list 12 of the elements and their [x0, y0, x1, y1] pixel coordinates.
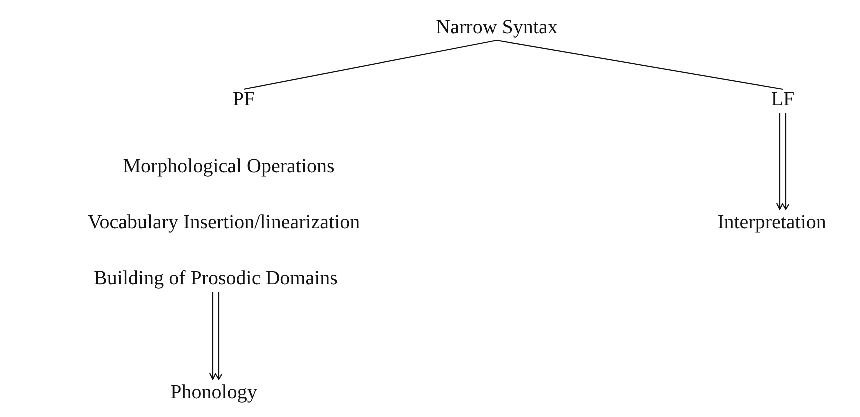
- tree-branch-line: [496, 40, 784, 90]
- double-arrow: [209, 292, 223, 380]
- node-label: Vocabulary Insertion/linearization: [84, 210, 364, 236]
- node-label: PF: [230, 88, 258, 112]
- node-label: LF: [768, 88, 798, 112]
- tree-branch-line: [244, 40, 498, 90]
- node-label: Interpretation: [714, 210, 830, 236]
- node-label: Building of Prosodic Domains: [91, 266, 341, 292]
- node-label: Narrow Syntax: [433, 16, 561, 40]
- node-label: Morphological Operations: [120, 154, 338, 180]
- node-label: Phonology: [168, 380, 260, 406]
- double-arrow: [776, 112, 790, 210]
